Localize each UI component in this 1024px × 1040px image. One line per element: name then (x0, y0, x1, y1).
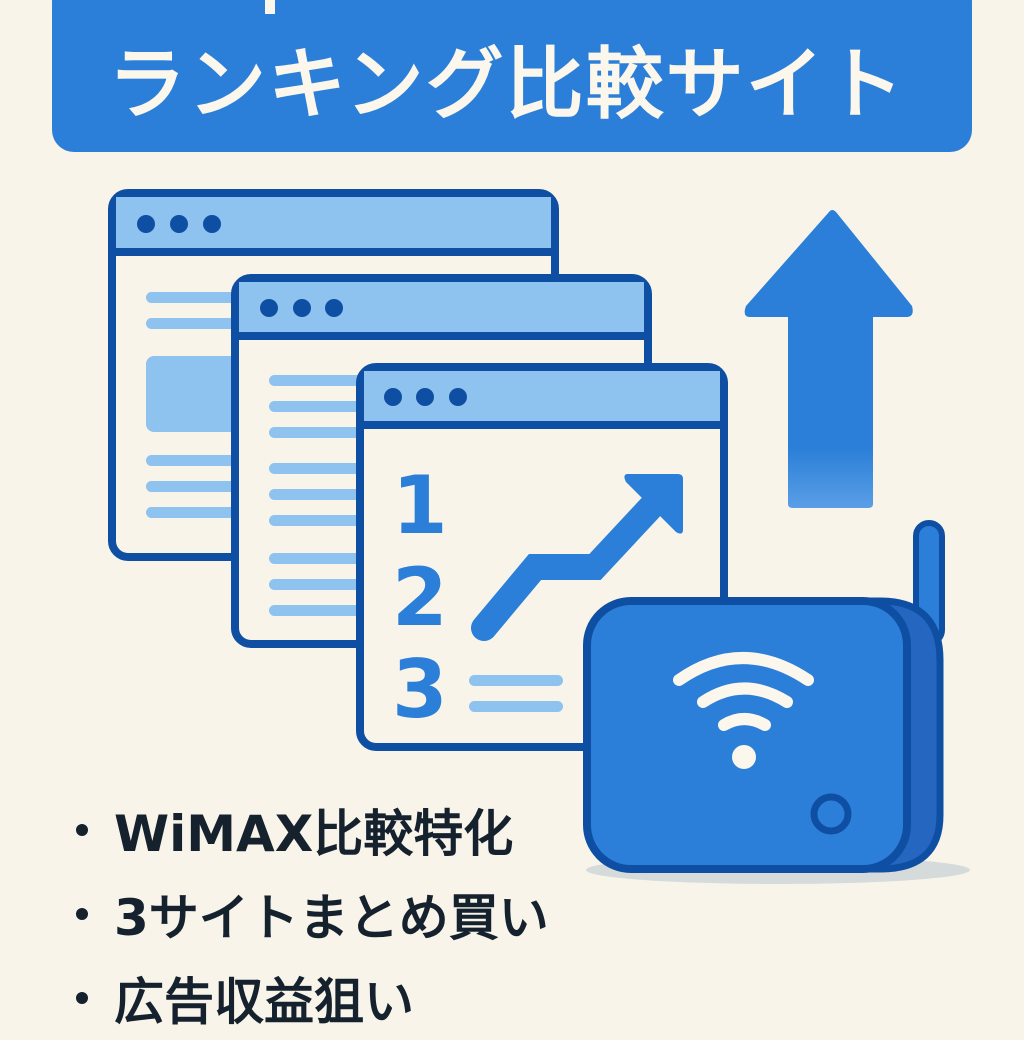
wifi-signal-icon (673, 652, 814, 731)
feature-item: 3サイトまとめ買い (68, 872, 549, 956)
wifi-router-icon (583, 520, 970, 884)
feature-item: 広告収益狙い (68, 956, 549, 1040)
banner-title-fragment (265, 0, 275, 14)
banner-title: ランキング比較サイト (108, 40, 906, 130)
feature-text: WiMAX比較特化 (114, 805, 514, 863)
up-arrow-icon (744, 210, 913, 508)
title-banner (52, 0, 972, 152)
rank-3: 3 (392, 643, 448, 736)
feature-text: 3サイトまとめ買い (114, 889, 549, 947)
feature-list: WiMAX比較特化 3サイトまとめ買い 広告収益狙い (68, 788, 549, 1040)
feature-item: WiMAX比較特化 (68, 788, 549, 872)
rank-2: 2 (392, 551, 448, 644)
ranking-numbers: 1 2 3 (392, 459, 448, 736)
bullet-dot-icon (76, 908, 88, 920)
trend-arrow-icon (471, 474, 683, 641)
bullet-dot-icon (76, 992, 88, 1004)
bullet-dot-icon (76, 824, 88, 836)
feature-text: 広告収益狙い (114, 973, 414, 1031)
rank-1: 1 (392, 459, 448, 552)
